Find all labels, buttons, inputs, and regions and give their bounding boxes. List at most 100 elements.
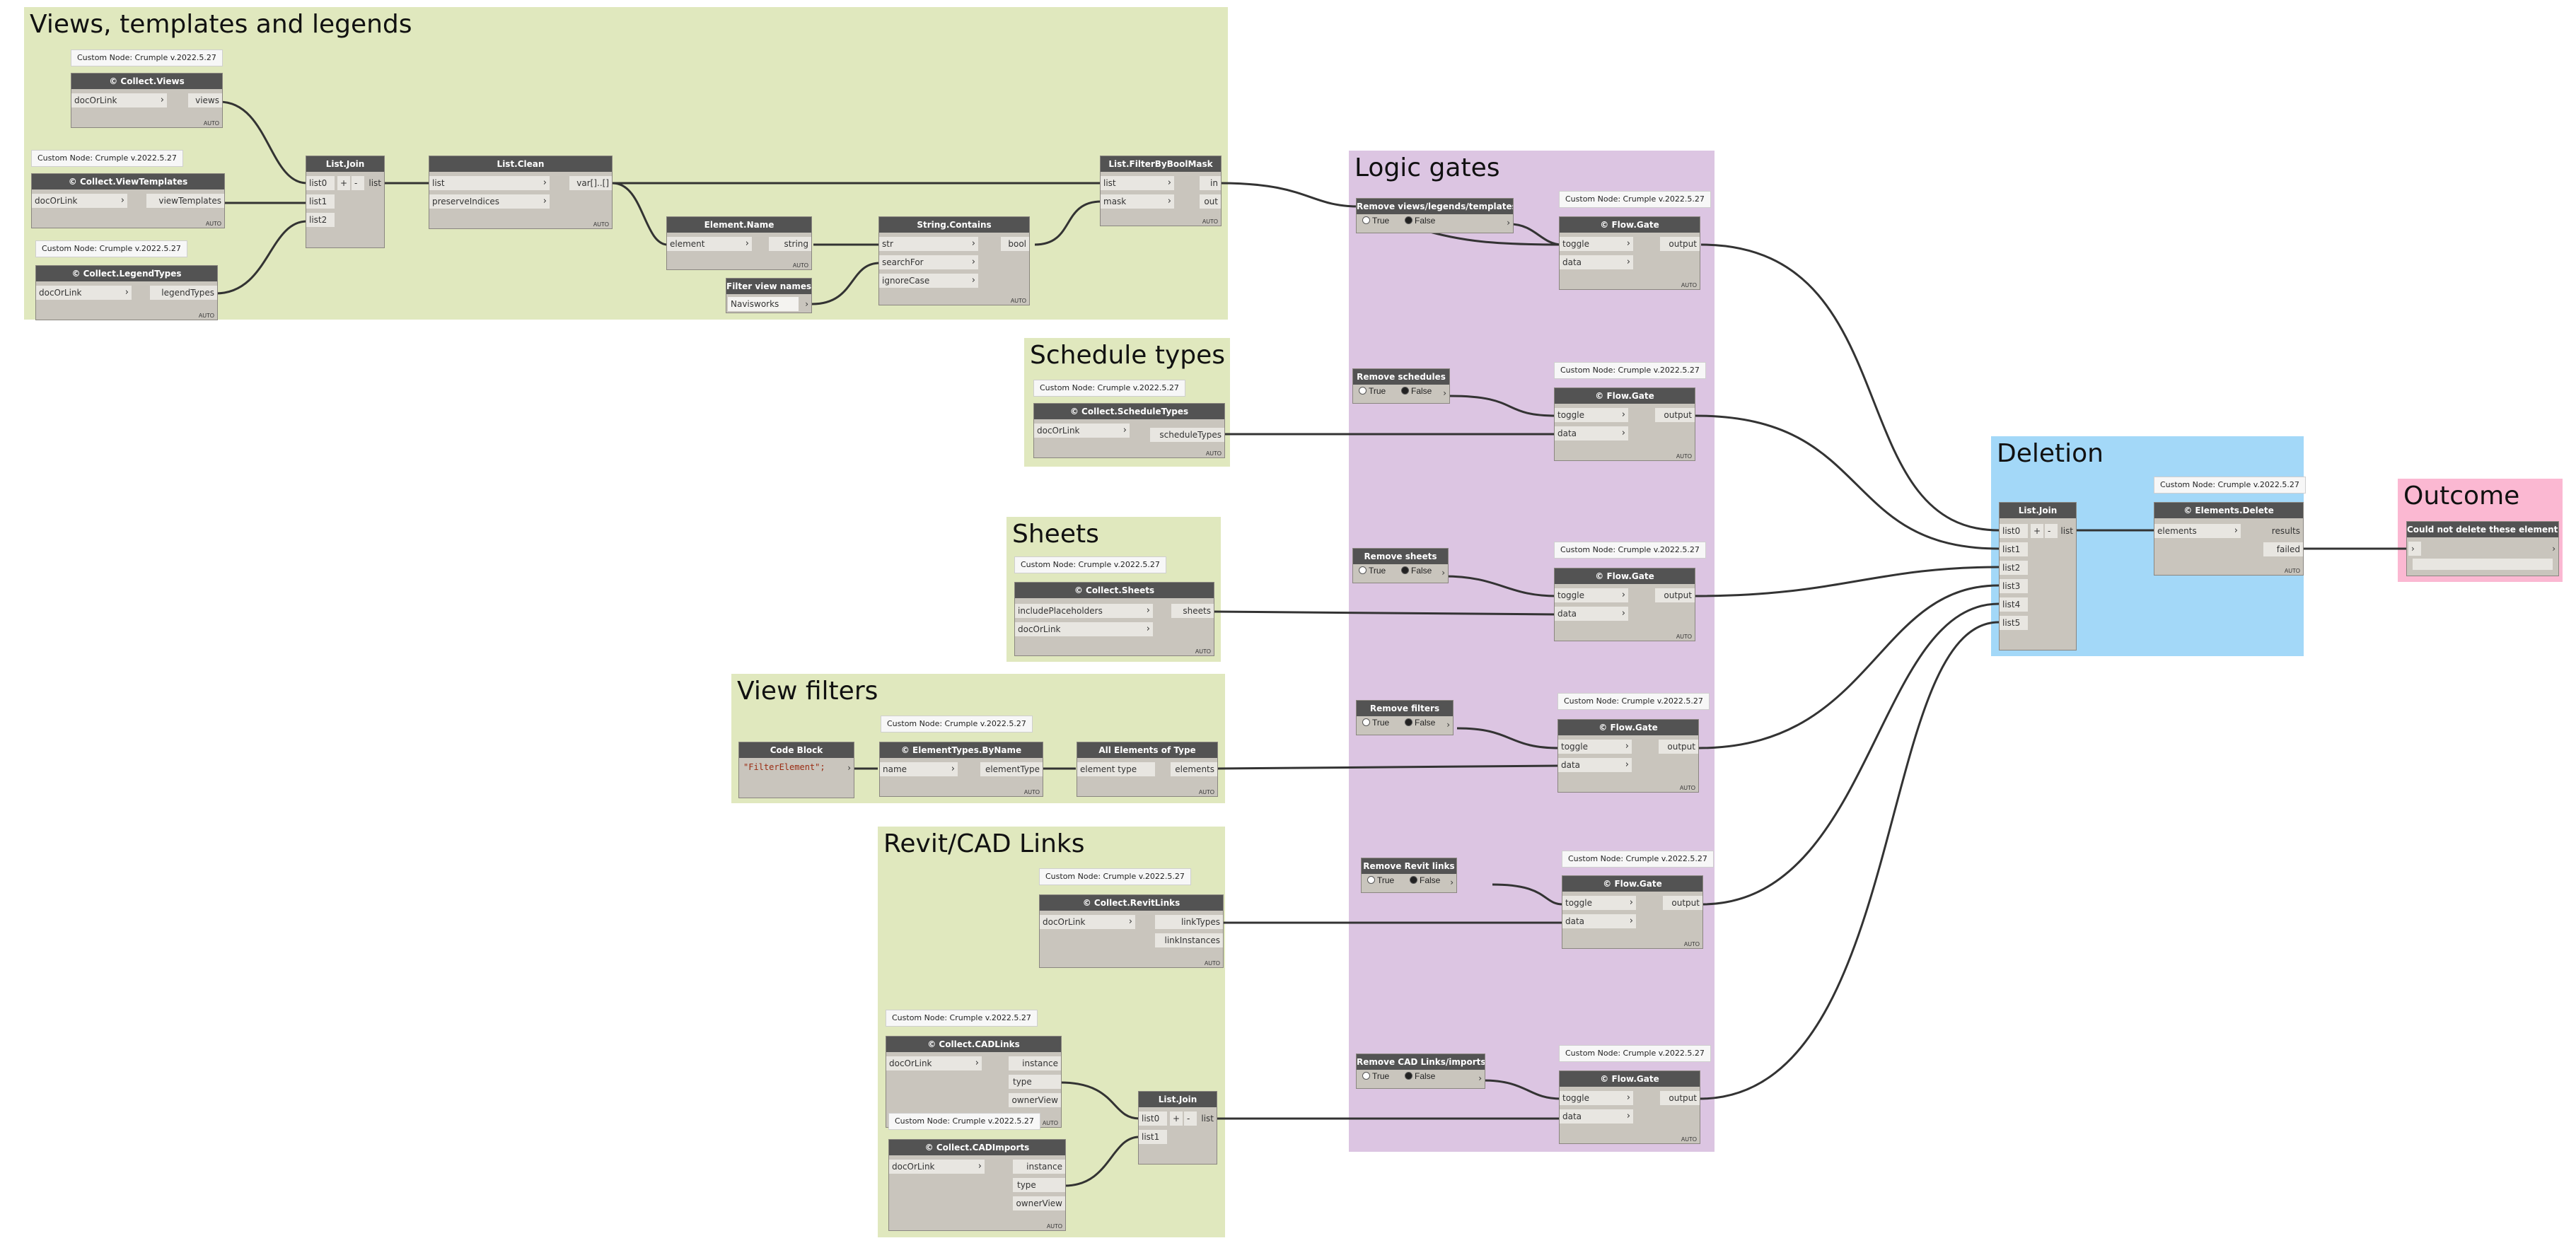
input-port[interactable]: docOrLink› bbox=[1040, 915, 1135, 929]
watch-node[interactable]: Could not delete these elements › › bbox=[2406, 521, 2559, 576]
output-port[interactable]: › bbox=[1446, 720, 1450, 730]
input-port[interactable]: docOrLink› bbox=[1034, 424, 1130, 438]
output-port[interactable]: › bbox=[1478, 1073, 1482, 1083]
input-port[interactable]: data› bbox=[1560, 255, 1633, 269]
input-port[interactable]: list0 bbox=[1139, 1111, 1167, 1126]
output-port[interactable]: output bbox=[1655, 408, 1695, 422]
output-port[interactable]: output bbox=[1659, 740, 1698, 754]
false-radio[interactable]: False bbox=[1410, 875, 1440, 885]
remove-views-boolean-node[interactable]: Remove views/legends/templates True Fals… bbox=[1356, 198, 1514, 233]
output-port[interactable]: instance bbox=[1013, 1160, 1065, 1174]
remove-sheets-boolean-node[interactable]: Remove sheets True False › bbox=[1352, 548, 1449, 583]
input-port[interactable]: list2 bbox=[2000, 561, 2028, 575]
collect-viewtemplates-node[interactable]: © Collect.ViewTemplates docOrLink› viewT… bbox=[31, 173, 225, 228]
output-port[interactable]: linkTypes bbox=[1155, 915, 1223, 929]
false-radio[interactable]: False bbox=[1405, 1071, 1435, 1081]
input-port[interactable]: toggle› bbox=[1560, 237, 1633, 251]
output-port[interactable]: › bbox=[1507, 218, 1510, 228]
input-port[interactable]: mask› bbox=[1101, 194, 1174, 209]
collect-scheduletypes-node[interactable]: © Collect.ScheduleTypes docOrLink› sched… bbox=[1033, 403, 1225, 458]
output-port[interactable]: var[]..[] bbox=[569, 176, 612, 190]
input-port[interactable]: list1 bbox=[306, 194, 335, 209]
output-port[interactable]: out bbox=[1200, 194, 1221, 209]
list-filterbyboolmask-node[interactable]: List.FilterByBoolMask list› mask› in out… bbox=[1100, 156, 1222, 226]
input-port[interactable]: list3 bbox=[2000, 579, 2028, 593]
input-port[interactable]: data› bbox=[1562, 914, 1636, 928]
input-port[interactable]: name› bbox=[880, 762, 958, 776]
input-port[interactable]: toggle› bbox=[1558, 740, 1632, 754]
output-port[interactable]: bool bbox=[1001, 237, 1029, 251]
output-port[interactable]: results bbox=[2271, 526, 2300, 536]
input-port[interactable]: list4 bbox=[2000, 597, 2028, 612]
code-text[interactable]: "FilterElement"; bbox=[743, 762, 825, 772]
input-port[interactable]: toggle› bbox=[1555, 408, 1628, 422]
output-port[interactable]: viewTemplates bbox=[146, 194, 224, 208]
input-port[interactable]: list2 bbox=[306, 213, 335, 227]
input-port[interactable]: element type bbox=[1077, 762, 1155, 776]
elementtypes-byname-node[interactable]: © ElementTypes.ByName name› elementType … bbox=[879, 742, 1043, 797]
list-join-node[interactable]: List.Join list0 + - list list1 list2 lis… bbox=[1999, 502, 2077, 650]
output-port[interactable]: output bbox=[1660, 237, 1700, 251]
input-port[interactable]: list5 bbox=[2000, 616, 2028, 630]
collect-sheets-node[interactable]: © Collect.Sheets includePlaceholders› do… bbox=[1014, 582, 1214, 656]
output-port[interactable]: › bbox=[1450, 877, 1454, 887]
output-port[interactable]: views bbox=[188, 93, 222, 107]
collect-views-node[interactable]: © Collect.Views docOrLink› views AUTO bbox=[71, 73, 223, 128]
output-port[interactable]: failed bbox=[2263, 542, 2303, 556]
input-port[interactable]: docOrLink› bbox=[889, 1160, 985, 1174]
list-join-node[interactable]: List.Join list0 + - list list1 bbox=[1138, 1091, 1217, 1165]
input-port[interactable]: data› bbox=[1555, 426, 1628, 440]
remove-schedules-boolean-node[interactable]: Remove schedules True False › bbox=[1352, 368, 1450, 404]
input-port[interactable]: docOrLink› bbox=[886, 1056, 982, 1070]
output-port[interactable]: type bbox=[1013, 1178, 1065, 1192]
output-port[interactable]: list bbox=[1201, 1114, 1214, 1124]
input-port[interactable]: toggle› bbox=[1560, 1091, 1633, 1105]
true-radio[interactable]: True bbox=[1362, 216, 1389, 226]
output-port[interactable]: › bbox=[2552, 544, 2555, 554]
input-port[interactable]: docOrLink› bbox=[36, 286, 132, 300]
filter-view-names-node[interactable]: Filter view names Navisworks › bbox=[726, 278, 812, 313]
true-radio[interactable]: True bbox=[1359, 566, 1386, 576]
input-port[interactable]: › bbox=[2408, 542, 2421, 556]
output-port[interactable]: › bbox=[847, 763, 851, 773]
input-port[interactable]: toggle› bbox=[1555, 588, 1628, 602]
remove-cad-boolean-node[interactable]: Remove CAD Links/imports True False › bbox=[1356, 1054, 1485, 1089]
string-contains-node[interactable]: String.Contains str› searchFor› ignoreCa… bbox=[878, 216, 1030, 305]
input-port[interactable]: elements› bbox=[2154, 524, 2241, 538]
input-port[interactable]: docOrLink› bbox=[32, 194, 127, 208]
output-port[interactable]: linkInstances bbox=[1155, 933, 1223, 947]
list-join-node[interactable]: List.Join list0 + - list list1 list2 bbox=[306, 156, 385, 248]
output-port[interactable]: in bbox=[1200, 176, 1221, 190]
true-radio[interactable]: True bbox=[1359, 386, 1386, 396]
add-input-button[interactable]: + bbox=[1170, 1111, 1183, 1126]
input-port[interactable]: data› bbox=[1558, 758, 1632, 772]
output-port[interactable]: elementType bbox=[980, 762, 1043, 776]
output-port[interactable]: › bbox=[805, 299, 808, 309]
flow-gate-node[interactable]: © Flow.Gate toggle› data› output AUTO bbox=[1557, 719, 1699, 793]
input-port[interactable]: toggle› bbox=[1562, 896, 1636, 910]
input-port[interactable]: searchFor› bbox=[879, 255, 978, 269]
list-clean-node[interactable]: List.Clean list› preserveIndices› var[].… bbox=[429, 156, 613, 229]
output-port[interactable]: list bbox=[2060, 526, 2073, 536]
input-port[interactable]: data› bbox=[1560, 1109, 1633, 1124]
remove-filters-boolean-node[interactable]: Remove filters True False › bbox=[1356, 700, 1454, 735]
collect-revitlinks-node[interactable]: © Collect.RevitLinks docOrLink› linkType… bbox=[1039, 894, 1224, 968]
output-port[interactable]: type bbox=[1009, 1075, 1061, 1089]
input-port[interactable]: data› bbox=[1555, 607, 1628, 621]
output-port[interactable]: output bbox=[1663, 896, 1702, 910]
collect-cadimports-node[interactable]: © Collect.CADImports docOrLink› instance… bbox=[888, 1139, 1066, 1231]
collect-cadlinks-node[interactable]: © Collect.CADLinks docOrLink› instance t… bbox=[886, 1036, 1062, 1128]
remove-input-button[interactable]: - bbox=[2045, 524, 2058, 538]
true-radio[interactable]: True bbox=[1362, 718, 1389, 728]
output-port[interactable]: output bbox=[1655, 588, 1695, 602]
output-port[interactable]: scheduleTypes bbox=[1150, 428, 1224, 442]
output-port[interactable]: legendTypes bbox=[150, 286, 217, 300]
output-port[interactable]: ownerView bbox=[1009, 1093, 1061, 1107]
output-port[interactable]: › bbox=[1443, 388, 1446, 398]
output-port[interactable]: › bbox=[1441, 568, 1445, 578]
all-elements-of-type-node[interactable]: All Elements of Type element type elemen… bbox=[1077, 742, 1218, 797]
false-radio[interactable]: False bbox=[1401, 566, 1432, 576]
input-port[interactable]: list0 bbox=[2000, 524, 2028, 538]
true-radio[interactable]: True bbox=[1362, 1071, 1389, 1081]
flow-gate-node[interactable]: © Flow.Gate toggle› data› output AUTO bbox=[1554, 568, 1695, 641]
